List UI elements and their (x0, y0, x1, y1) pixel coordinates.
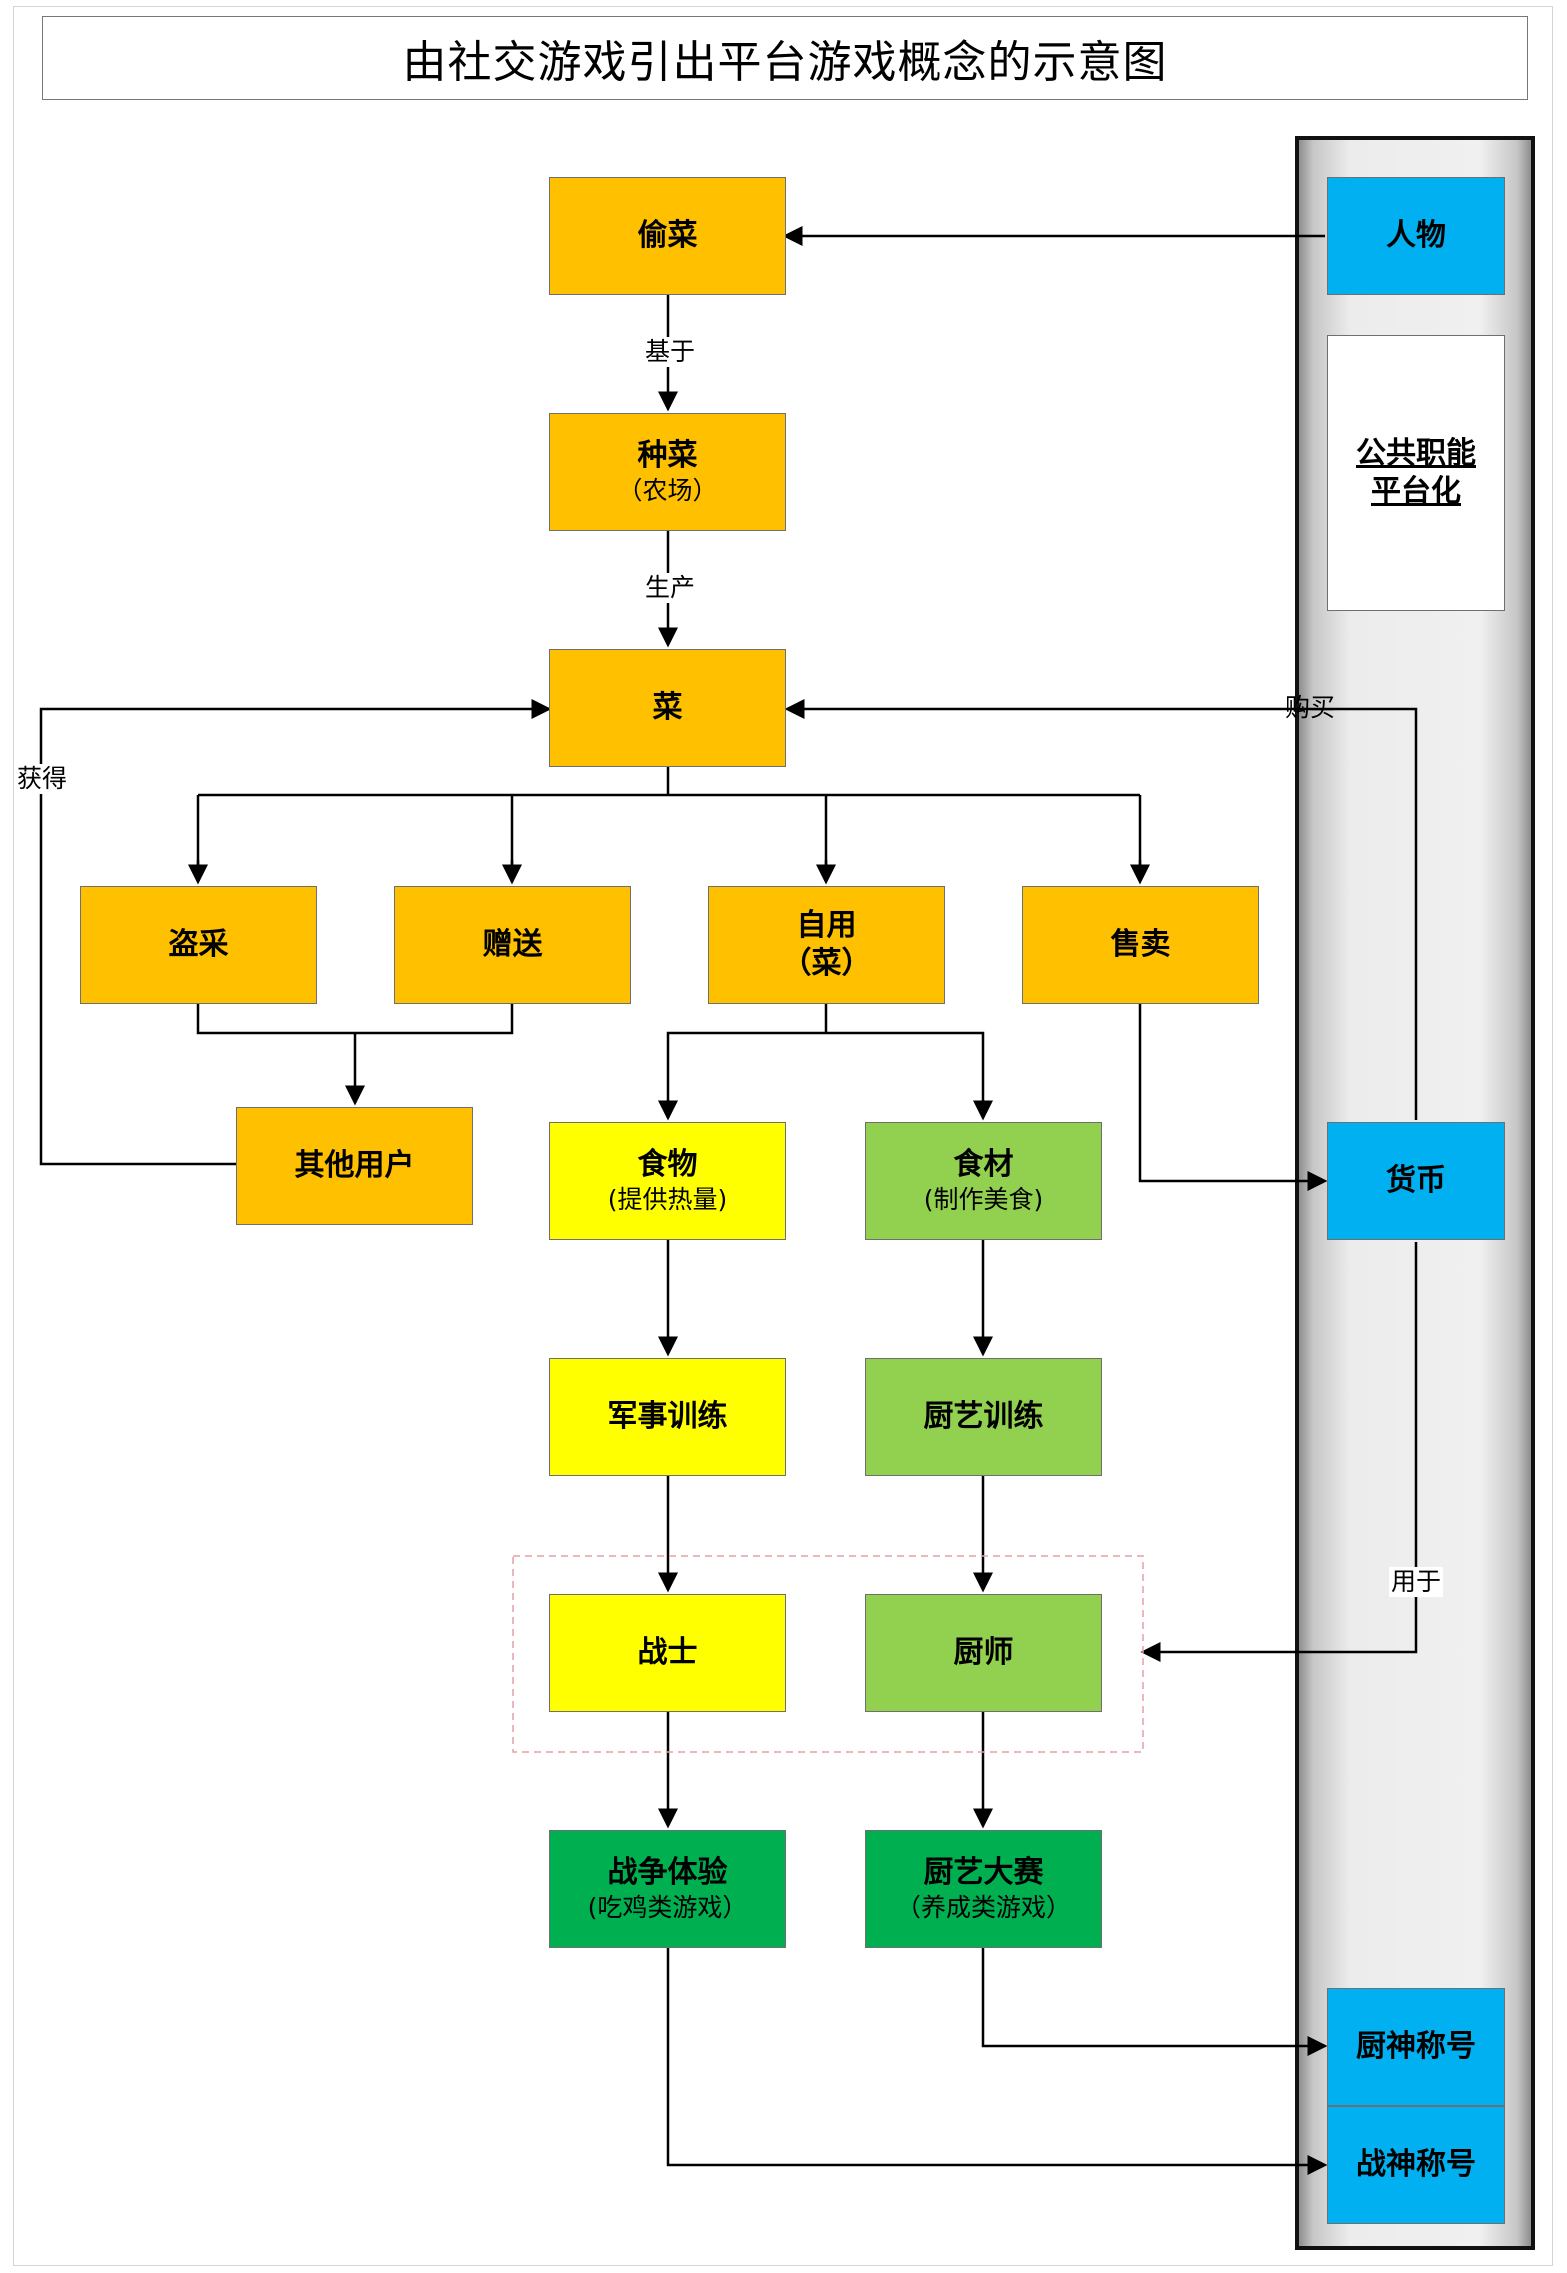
edge-selfuse-split (666, 1004, 985, 1118)
edge-sell-currency (1138, 1004, 1328, 1191)
label-based-on: 基于 (642, 337, 698, 367)
node-grow-veg: 种菜 （农场） (549, 413, 786, 531)
edge-currency-group (1140, 1242, 1418, 1662)
node-currency: 货币 (1327, 1122, 1505, 1240)
label-obtain: 获得 (14, 764, 70, 794)
label-produce: 生产 (642, 573, 698, 603)
node-gift: 赠送 (394, 886, 631, 1004)
node-military-training: 军事训练 (549, 1358, 786, 1476)
page-border (13, 6, 1553, 2266)
node-chef-god-title: 厨神称号 (1327, 1988, 1505, 2106)
node-pilfer: 盗采 (80, 886, 317, 1004)
node-cooking-training: 厨艺训练 (865, 1358, 1102, 1476)
node-veg: 菜 (549, 649, 786, 767)
node-ingredients: 食材 (制作美食) (865, 1122, 1102, 1240)
node-food: 食物 (提供热量) (549, 1122, 786, 1240)
node-war-experience: 战争体验 (吃鸡类游戏） (549, 1830, 786, 1948)
node-self-use: 自用 （菜） (708, 886, 945, 1004)
node-steal-veg: 偷菜 (549, 177, 786, 295)
node-cooking-contest: 厨艺大赛 （养成类游戏） (865, 1830, 1102, 1948)
label-buy: 购买 (1284, 693, 1336, 722)
node-character: 人物 (1327, 177, 1505, 295)
edge-pilfer-gift-merge (196, 1004, 514, 1103)
edge-currency-veg (784, 699, 1418, 1120)
node-warrior: 战士 (549, 1594, 786, 1712)
node-chef: 厨师 (865, 1594, 1102, 1712)
node-war-god-title: 战神称号 (1327, 2106, 1505, 2224)
node-other-users: 其他用户 (236, 1107, 473, 1225)
edge-veg-split (196, 767, 1142, 882)
diagram-title: 由社交游戏引出平台游戏概念的示意图 (42, 16, 1528, 100)
edge-otherusers-veg (39, 699, 552, 1166)
node-platform-note: 公共职能 平台化 (1327, 335, 1505, 611)
group-warrior-chef (512, 1555, 1144, 1753)
edge-war-wargod (666, 1948, 1328, 2175)
label-used-for: 用于 (1388, 1567, 1444, 1597)
edge-contest-chefgod (981, 1948, 1328, 2056)
node-sell: 售卖 (1022, 886, 1259, 1004)
